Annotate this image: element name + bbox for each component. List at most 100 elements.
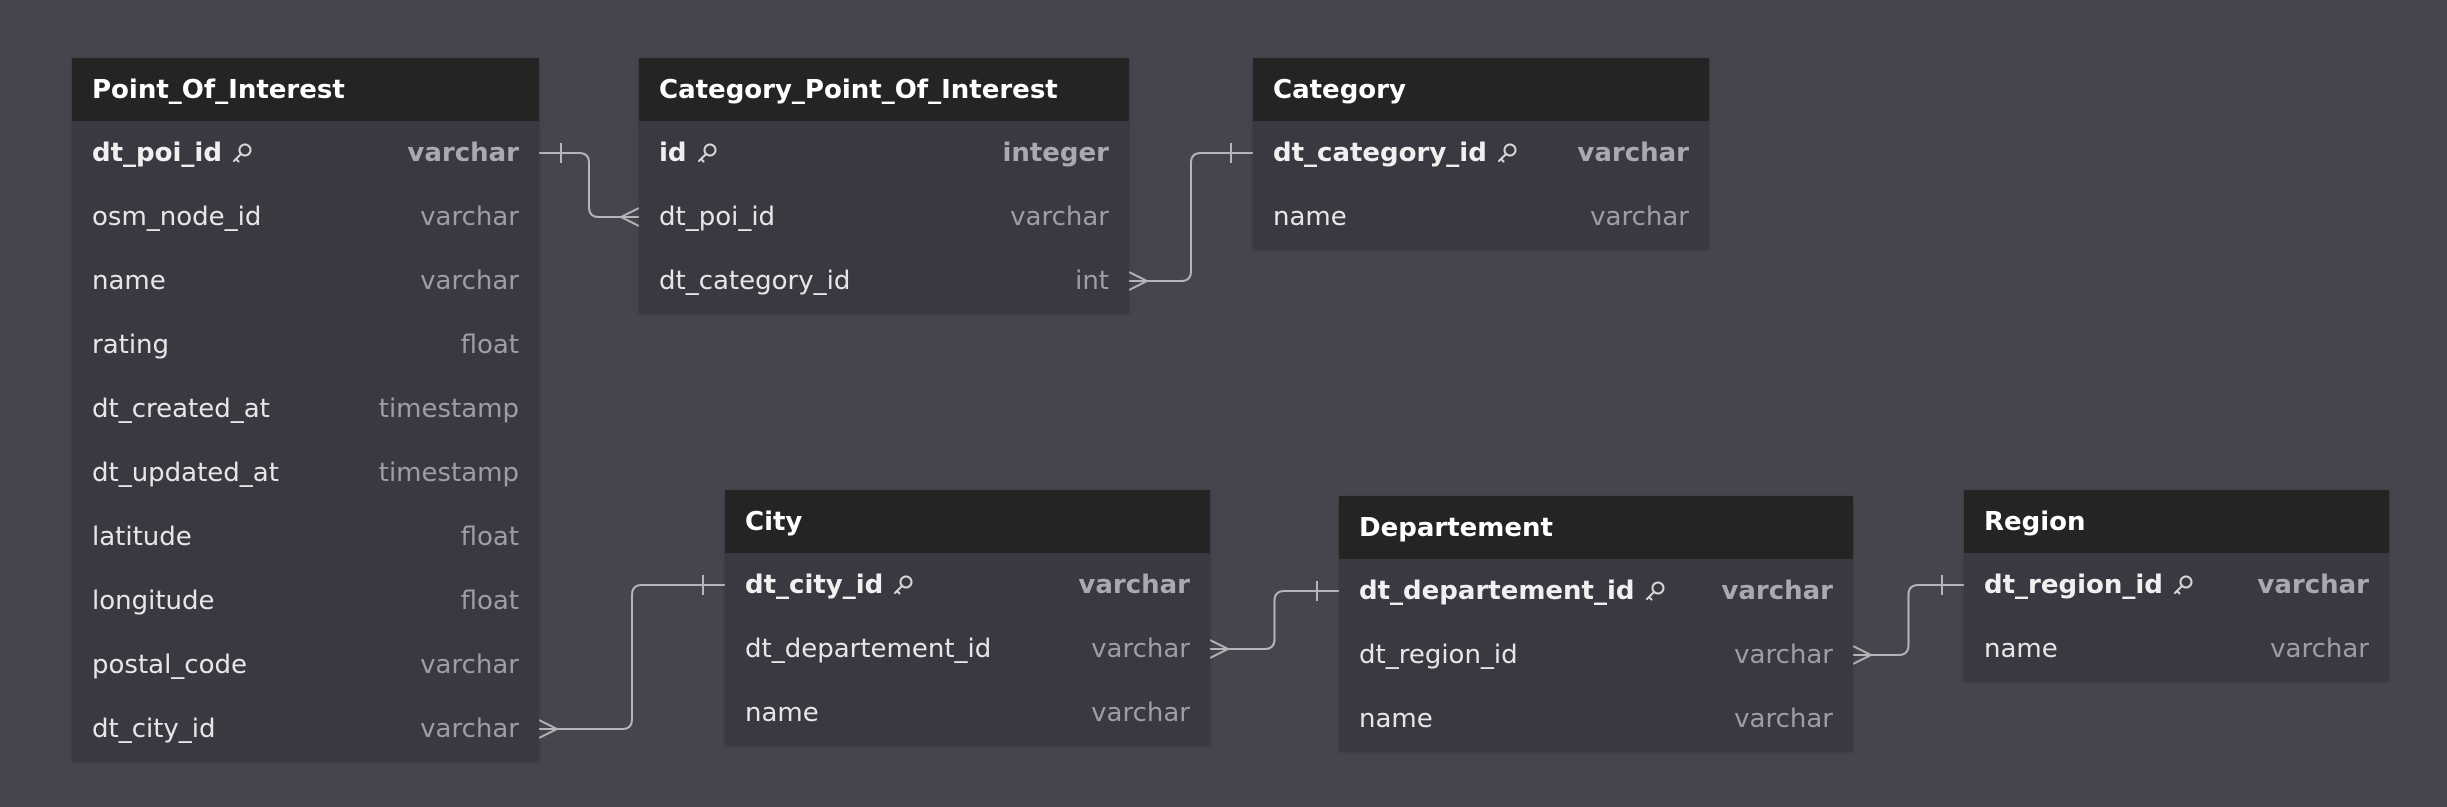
field-type: float — [460, 522, 519, 552]
field-name-text: osm_node_id — [92, 202, 262, 232]
field-row[interactable]: osm_node_id varchar — [72, 185, 539, 249]
table-title[interactable]: Category_Point_Of_Interest — [639, 58, 1129, 121]
field-name: dt_updated_at — [92, 458, 279, 488]
field-name-text: name — [1984, 634, 2058, 664]
primary-key-row[interactable]: id integer — [639, 121, 1129, 185]
field-name: name — [1273, 202, 1347, 232]
many-marker — [620, 207, 640, 227]
field-row[interactable]: dt_departement_id varchar — [725, 617, 1210, 681]
field-type: varchar — [420, 650, 519, 680]
field-name-text: rating — [92, 330, 170, 360]
relation-line — [539, 152, 639, 218]
field-name-text: name — [92, 266, 166, 296]
field-type: integer — [1002, 138, 1109, 168]
field-type: varchar — [420, 266, 519, 296]
field-name: dt_region_id — [1359, 640, 1518, 670]
table-title[interactable]: Point_Of_Interest — [72, 58, 539, 121]
field-name-text: name — [745, 698, 819, 728]
relation-point-of-interest-to-city[interactable] — [538, 575, 725, 739]
field-name: osm_node_id — [92, 202, 261, 232]
many-marker — [1852, 645, 1872, 665]
field-name: dt_city_id — [745, 570, 915, 600]
field-name-text: name — [1359, 704, 1433, 734]
primary-key-row[interactable]: dt_departement_id varchar — [1339, 559, 1853, 623]
field-type: varchar — [1721, 576, 1833, 606]
field-type: varchar — [407, 138, 519, 168]
field-name-text: dt_city_id — [745, 570, 884, 600]
field-name-text: dt_poi_id — [92, 138, 222, 168]
field-name: latitude — [92, 522, 192, 552]
field-name: longitude — [92, 586, 215, 616]
relation-city-to-departement[interactable] — [1209, 581, 1339, 659]
field-name: dt_poi_id — [92, 138, 254, 168]
relation-line — [539, 584, 725, 730]
relation-category-point-of-interest-to-point-of-interest[interactable] — [539, 143, 640, 227]
field-row[interactable]: name varchar — [1339, 687, 1853, 751]
field-type: varchar — [1734, 640, 1833, 670]
field-name: name — [745, 698, 819, 728]
key-icon — [1643, 579, 1667, 603]
field-name-text: dt_updated_at — [92, 458, 279, 488]
field-type: varchar — [1010, 202, 1109, 232]
many-marker — [1209, 639, 1229, 659]
field-name-text: dt_departement_id — [1359, 576, 1635, 606]
table-title[interactable]: Category — [1253, 58, 1709, 121]
relation-departement-to-region[interactable] — [1852, 575, 1964, 665]
table-title[interactable]: Region — [1964, 490, 2389, 553]
key-icon — [230, 141, 254, 165]
field-name: dt_departement_id — [1359, 576, 1667, 606]
table-title[interactable]: City — [725, 490, 1210, 553]
field-name-text: longitude — [92, 586, 215, 616]
primary-key-row[interactable]: dt_poi_id varchar — [72, 121, 539, 185]
field-name-text: latitude — [92, 522, 192, 552]
field-type: varchar — [420, 202, 519, 232]
field-name: dt_region_id — [1984, 570, 2195, 600]
relation-line — [1210, 590, 1339, 650]
field-type: int — [1075, 266, 1109, 296]
field-row[interactable]: dt_region_id varchar — [1339, 623, 1853, 687]
field-name-text: dt_region_id — [1359, 640, 1518, 670]
table-title[interactable]: Departement — [1339, 496, 1853, 559]
field-name-text: id — [659, 138, 687, 168]
field-name-text: dt_created_at — [92, 394, 270, 424]
field-name: name — [92, 266, 166, 296]
field-name: dt_departement_id — [745, 634, 991, 664]
field-type: timestamp — [378, 394, 519, 424]
field-type: varchar — [1577, 138, 1689, 168]
field-name: id — [659, 138, 719, 168]
field-name-text: dt_region_id — [1984, 570, 2163, 600]
field-name: name — [1359, 704, 1433, 734]
relation-line — [1853, 584, 1964, 656]
relation-category-point-of-interest-to-category[interactable] — [1128, 143, 1253, 291]
field-type: varchar — [1091, 634, 1190, 664]
field-name-text: dt_departement_id — [745, 634, 992, 664]
field-row[interactable]: name varchar — [72, 249, 539, 313]
field-name-text: dt_city_id — [92, 714, 216, 744]
field-row[interactable]: dt_created_at timestamp — [72, 377, 539, 441]
field-row[interactable]: latitude float — [72, 505, 539, 569]
field-name: rating — [92, 330, 169, 360]
primary-key-row[interactable]: dt_category_id varchar — [1253, 121, 1709, 185]
field-name-text: dt_category_id — [1273, 138, 1487, 168]
field-type: varchar — [1734, 704, 1833, 734]
